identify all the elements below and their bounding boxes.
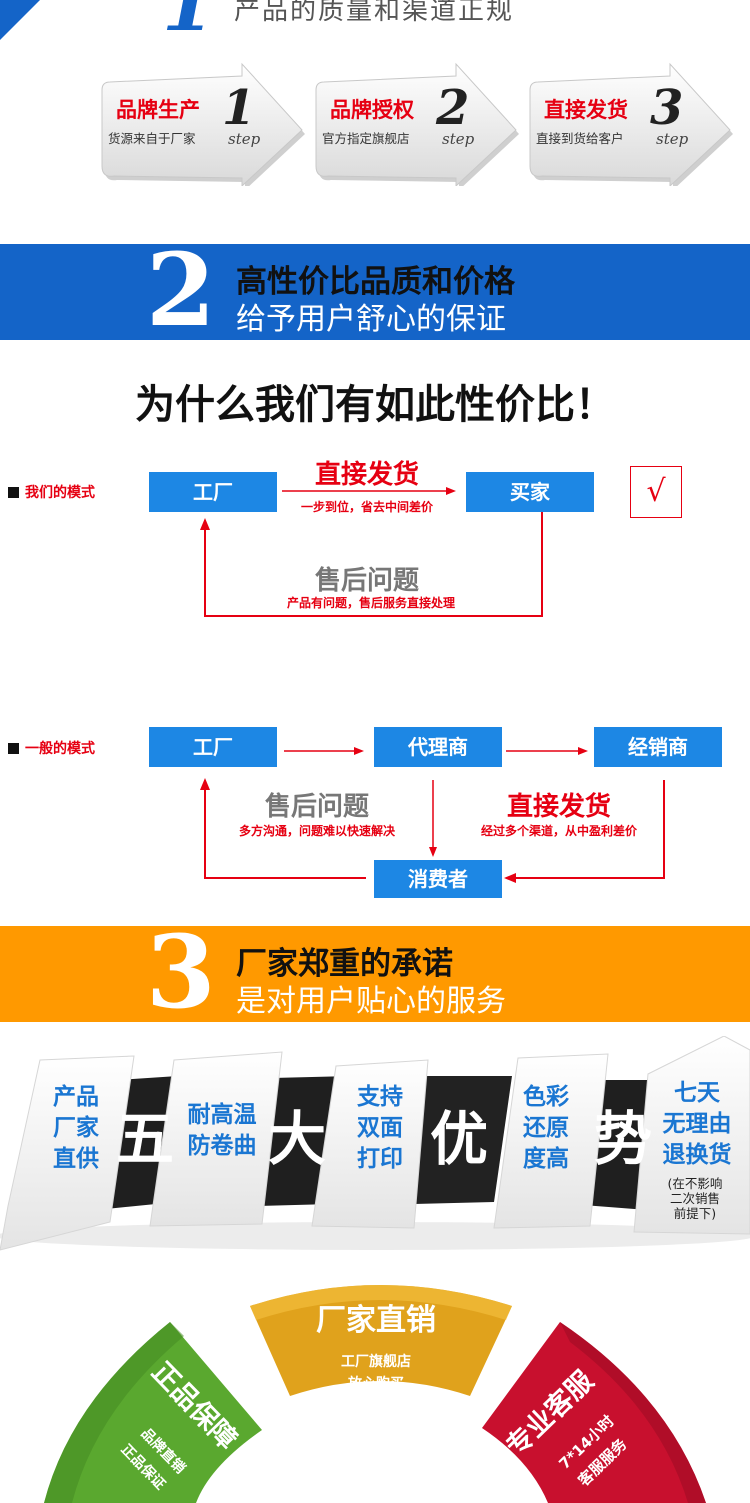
- general-mode-direct-title: 直接发货: [506, 792, 611, 822]
- our-mode-direct-title: 直接发货: [314, 460, 419, 490]
- section3-subtitle: 是对用户贴心的服务: [236, 984, 506, 1019]
- our-mode-label: 我们的模式: [8, 482, 95, 502]
- general-mode-consumer-box: 消费者: [374, 860, 502, 898]
- advantage-1-line: 厂家: [53, 1115, 99, 1141]
- arch-mid-title: 厂家直销: [316, 1303, 436, 1338]
- advantage-5-line: 无理由: [662, 1111, 732, 1137]
- section1-title: 产品的质量和渠道正规: [234, 0, 515, 26]
- step-number: 1: [222, 80, 256, 136]
- advantage-3-line: 双面: [357, 1115, 403, 1141]
- step-number: 2: [436, 80, 470, 136]
- section3-banner: 3 厂家郑重的承诺 是对用户贴心的服务: [0, 922, 750, 1022]
- section3-title: 厂家郑重的承诺: [236, 946, 453, 982]
- general-mode-label-text: 一般的模式: [25, 741, 95, 757]
- step-desc: 官方指定旗舰店: [322, 131, 410, 146]
- our-mode-after-title: 售后问题: [314, 566, 419, 596]
- advantage-5-line: 七天: [674, 1080, 720, 1106]
- general-mode-direct-desc: 经过多个渠道，从中盈利差价: [480, 824, 637, 838]
- advantage-4-line: 还原: [523, 1115, 569, 1141]
- advantage-4-line: 度高: [523, 1146, 569, 1172]
- our-mode-label-text: 我们的模式: [25, 485, 95, 501]
- section3-number: 3: [146, 913, 216, 1031]
- step-2-card: 品牌授权 2 官方指定旗舰店 step: [310, 60, 520, 186]
- advantage-5-note-line: 二次销售: [669, 1191, 720, 1206]
- general-mode-agent-box: 代理商: [374, 727, 502, 767]
- square-bullet-icon: [8, 487, 19, 498]
- advantage-3-line: 支持: [357, 1084, 403, 1110]
- square-bullet-icon: [8, 743, 19, 754]
- step-title: 品牌授权: [330, 98, 414, 122]
- section1-number: 1: [162, 0, 215, 48]
- step-desc: 货源来自于厂家: [108, 131, 196, 146]
- step-title: 直接发货: [544, 98, 628, 122]
- our-mode-connectors: [200, 487, 543, 617]
- advantage-5-line: 退换货: [662, 1142, 732, 1168]
- advantage-3-line: 打印: [357, 1146, 403, 1172]
- why-heading: 为什么我们有如此性价比！: [135, 382, 615, 428]
- section2-banner: 2 高性价比品质和价格 给予用户舒心的保证: [0, 240, 750, 340]
- advantage-big-char: 优: [430, 1105, 489, 1173]
- general-mode-label: 一般的模式: [8, 738, 95, 758]
- our-mode-factory-box: 工厂: [149, 472, 277, 512]
- advantage-big-char: 势: [594, 1105, 653, 1173]
- our-mode-after-desc: 产品有问题，售后服务直接处理: [286, 596, 455, 610]
- step-arrow-shape: [529, 62, 733, 186]
- step-3-card: 直接发货 3 直接到货给客户 step: [524, 60, 734, 186]
- general-mode-connectors: [200, 747, 665, 883]
- advantage-2: 耐高温 防卷曲: [176, 1100, 268, 1162]
- advantage-5-note-line: (在不影响: [667, 1176, 723, 1191]
- step-number: 3: [650, 80, 684, 136]
- advantage-1-line: 产品: [53, 1084, 99, 1110]
- arch-mid-desc: 工厂旗舰店: [341, 1353, 411, 1370]
- advantage-big-char: 大: [268, 1105, 327, 1173]
- step-title: 品牌生产: [116, 98, 200, 122]
- advantage-4: 色彩 还原 度高: [502, 1082, 590, 1175]
- guarantee-arch: 正品保障 品牌直销 正品保证 厂家直销 工厂旗舰店 放心购买 专业客服 7*14…: [44, 1285, 706, 1503]
- step-arrow-shape: [101, 62, 305, 186]
- general-mode-factory-box: 工厂: [149, 727, 277, 767]
- our-mode-buyer-box: 买家: [466, 472, 594, 512]
- advantage-2-line: 耐高温: [187, 1102, 257, 1128]
- advantage-big-char: 五: [116, 1105, 175, 1173]
- advantage-2-line: 防卷曲: [187, 1133, 257, 1159]
- step-word: step: [228, 130, 261, 148]
- step-word: step: [442, 130, 475, 148]
- advantage-3: 支持 双面 打印: [342, 1082, 418, 1175]
- advantage-5: 七天 无理由 退换货: [648, 1078, 746, 1171]
- section2-subtitle: 给予用户舒心的保证: [236, 302, 506, 337]
- advantage-1-line: 直供: [53, 1146, 99, 1172]
- top-corner-decoration: [0, 0, 40, 40]
- general-mode-after-desc: 多方沟通，问题难以快速解决: [238, 824, 395, 838]
- step-arrow-shape: [315, 62, 519, 186]
- advantage-5-note: (在不影响 二次销售 前提下): [652, 1176, 738, 1221]
- section2-title: 高性价比品质和价格: [236, 264, 515, 300]
- our-mode-direct-desc: 一步到位，省去中间差价: [300, 500, 433, 514]
- step-1-card: 品牌生产 1 货源来自于厂家 step: [96, 60, 306, 186]
- arch-mid-desc: 放心购买: [347, 1375, 404, 1392]
- general-mode-dealer-box: 经销商: [594, 727, 722, 767]
- step-word: step: [656, 130, 689, 148]
- general-mode-after-title: 售后问题: [264, 792, 369, 822]
- advantage-4-line: 色彩: [523, 1084, 569, 1110]
- advantage-5-note-line: 前提下): [673, 1206, 717, 1221]
- step-desc: 直接到货给客户: [536, 131, 624, 146]
- advantage-1: 产品 厂家 直供: [30, 1082, 122, 1175]
- advantages-ribbon: [0, 1036, 750, 1251]
- check-mark-icon: √: [630, 466, 682, 518]
- section2-number: 2: [146, 231, 216, 349]
